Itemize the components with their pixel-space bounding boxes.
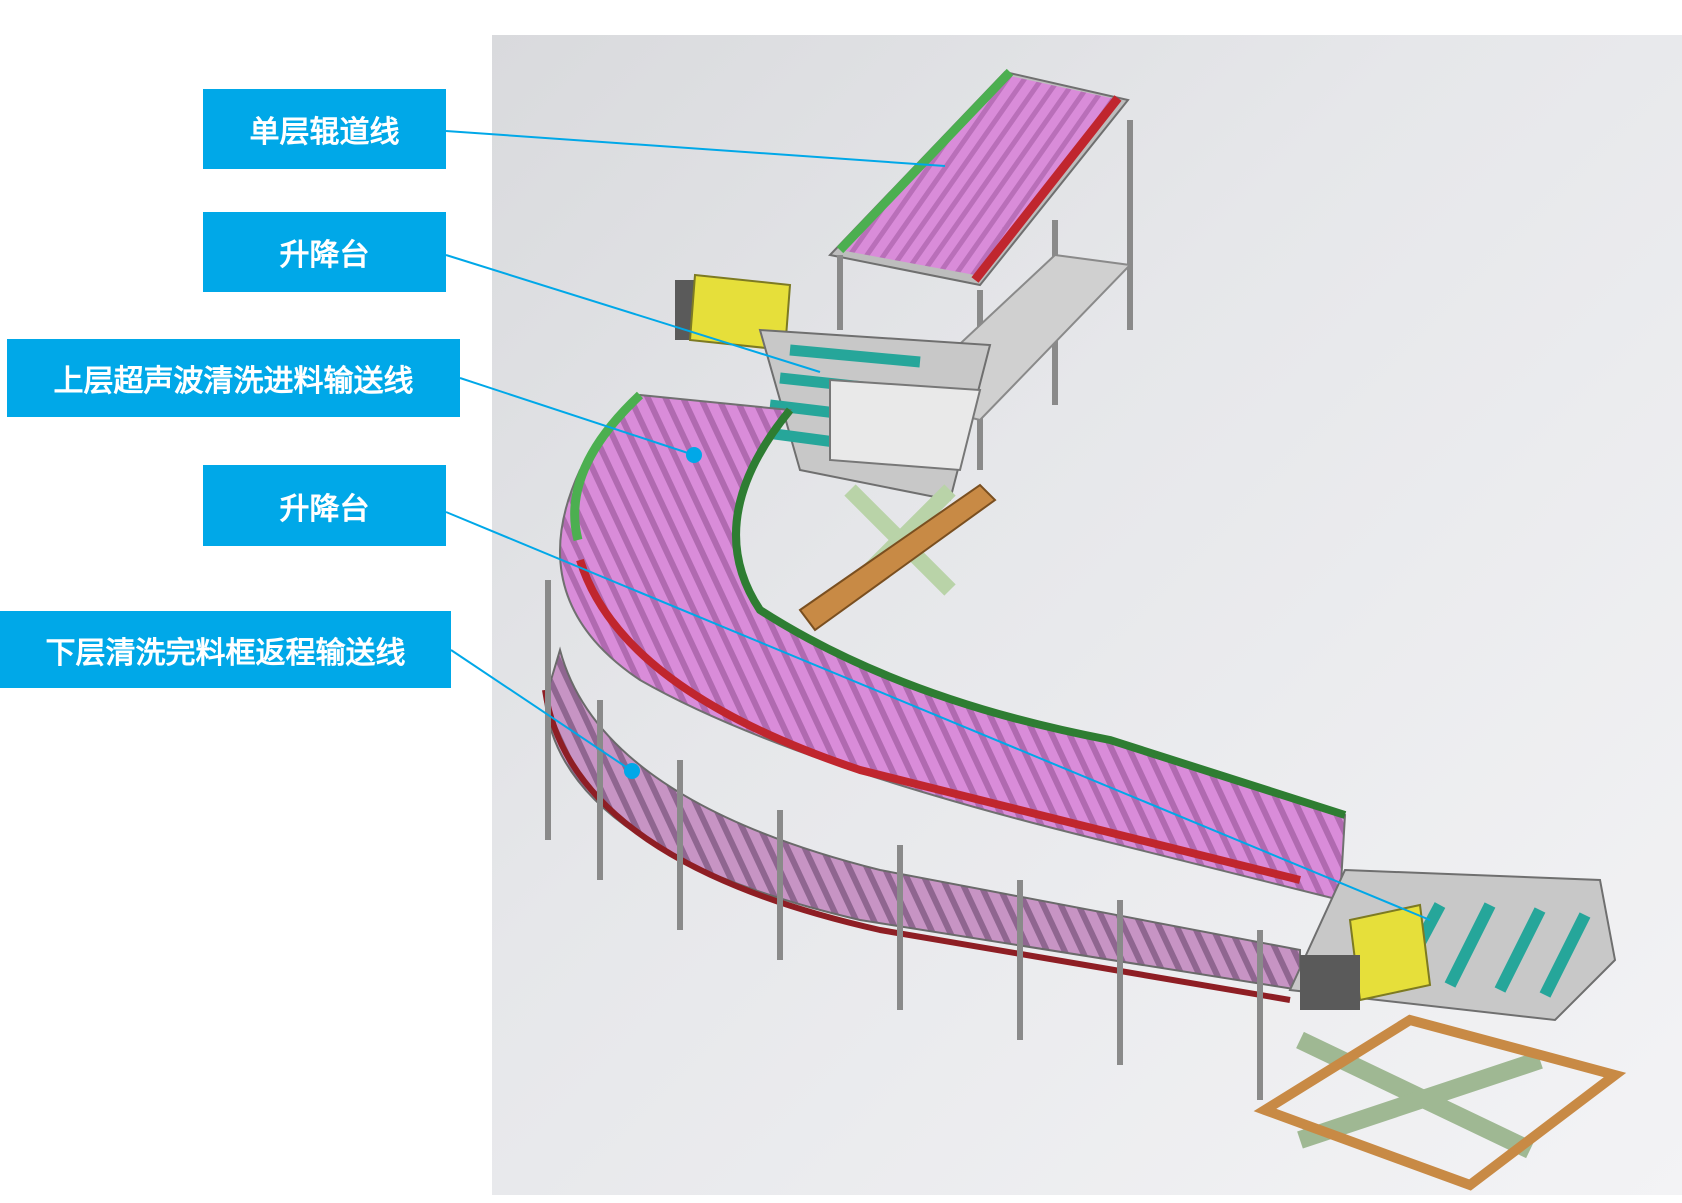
lower-lift-table: [1253, 868, 1627, 1191]
leader-lower-return-line-dot: [624, 763, 640, 779]
callout-lower-return-line: 下层清洗完料框返程输送线: [0, 611, 451, 688]
leader-upper-ultrasonic-feed-line-dot: [686, 447, 702, 463]
callout-upper-lift-table: 升降台: [203, 212, 446, 292]
leader-upper-lift-table: [445, 254, 821, 373]
leader-lower-return-line: [450, 649, 633, 772]
callout-upper-ultrasonic-feed-line: 上层超声波清洗进料输送线: [7, 339, 460, 417]
callout-lower-lift-table: 升降台: [203, 465, 446, 546]
upper-lift-table: [675, 273, 997, 632]
leader-single-layer-roller-line: [445, 130, 946, 167]
leader-upper-ultrasonic-feed-line: [459, 377, 695, 456]
callout-single-layer-roller-line: 单层辊道线: [203, 89, 446, 169]
upper-feed-conveyor: [559, 391, 1347, 902]
leader-lines: [445, 130, 1431, 921]
leader-lower-lift-table: [445, 511, 1431, 921]
